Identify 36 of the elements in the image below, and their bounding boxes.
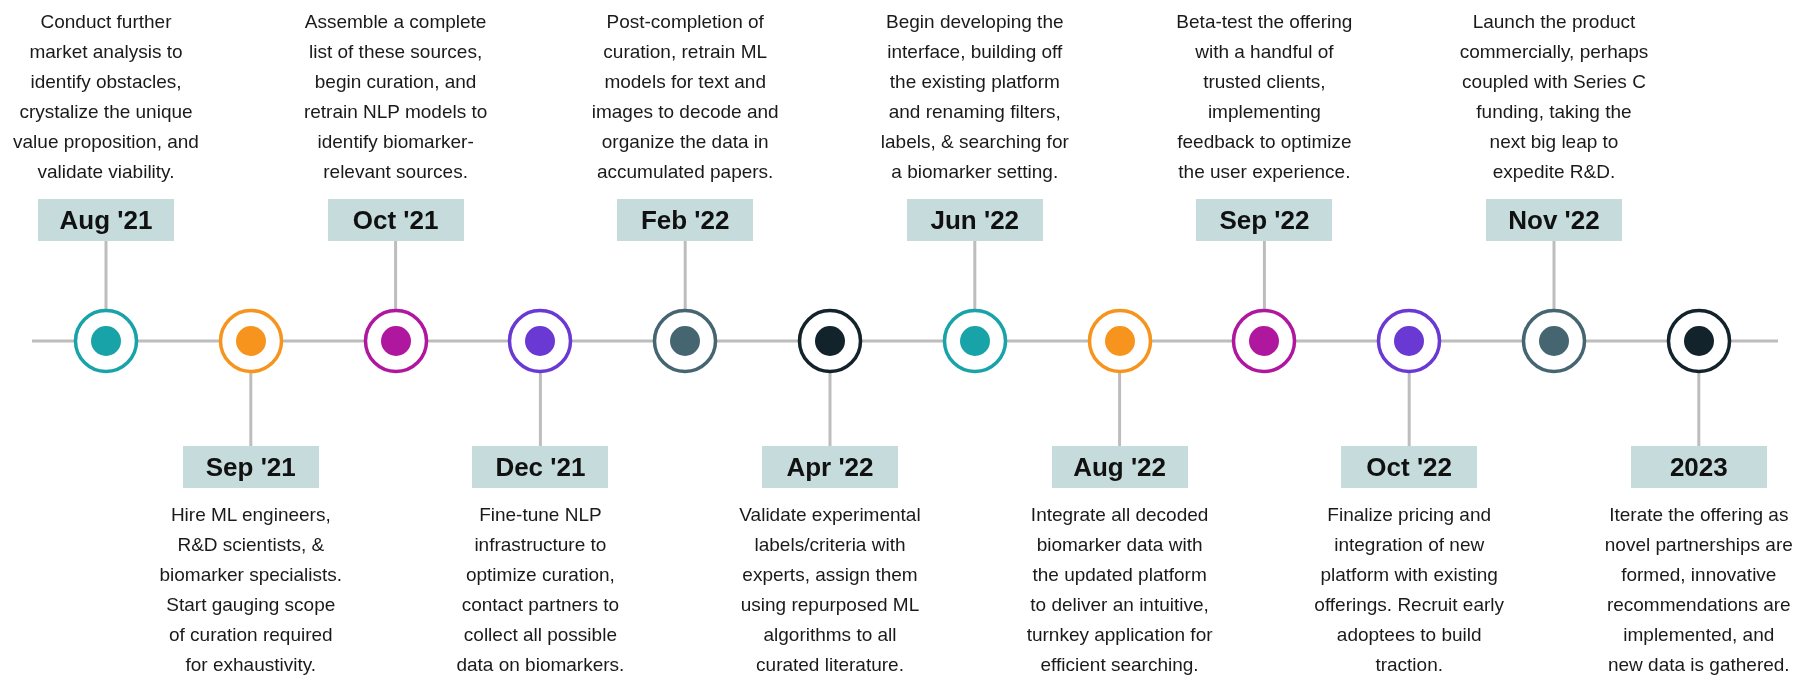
connector-line [104,241,108,309]
connector-line [973,241,977,309]
date-label: Oct '22 [1341,446,1478,488]
connector-line [1407,373,1411,446]
milestone-description: Hire ML engineers, R&D scientists, & biomarker specialists. Start gauging scope of curation required for exhaustivity. [158,503,344,677]
date-label: Aug '22 [1051,446,1188,488]
date-label: Jun '22 [906,199,1043,241]
date-label: Oct '21 [327,199,464,241]
milestone-description: Beta-test the offering with a handful of trusted clients, implementing feedback to optimize the user experience. [1175,10,1354,184]
milestone-description: Assemble a complete list of these sources, begin curation, and retrain NLP models to identify biomarker-relevant sources. [302,10,489,184]
milestone-description: Iterate the offering as novel partnerships are formed, innovative recommendations are implemented, and new data is gathered. [1603,503,1794,677]
date-label: Aug '21 [38,199,174,241]
connector-line [249,373,253,446]
connector-line [1552,241,1556,309]
date-label: 2023 [1630,446,1767,488]
date-label: Nov '22 [1486,199,1622,241]
milestone-description: Integrate all decoded biomarker data with the updated platform to deliver an intuitive, turnkey application for efficient searching. [1025,503,1214,677]
date-label: Sep '21 [182,446,319,488]
milestone-description: Validate experimental labels/criteria with experts, assign them using repurposed ML algorithms to all curated literature. [738,503,922,677]
connector-line [1118,373,1122,446]
connector-line [1697,373,1701,446]
date-label: Feb '22 [617,199,754,241]
milestone-description: Post-completion of curation, retrain ML models for text and images to decode and organize the data in accumulated papers. [590,10,780,184]
date-label: Sep '22 [1196,199,1333,241]
connector-line [683,241,687,309]
milestone-description: Fine-tune NLP infrastructure to optimize curation, contact partners to collect all possible data on biomarkers. [455,503,626,677]
connector-line [394,241,398,309]
connector-line [538,373,542,446]
milestone-description: Finalize pricing and integration of new platform with existing offerings. Recruit early adoptees to build traction. [1314,503,1505,677]
date-label: Dec '21 [472,446,609,488]
date-label: Apr '22 [762,446,898,488]
milestone-description: Conduct further market analysis to identify obstacles, crystalize the unique value proposition, and validate viability. [12,10,200,184]
milestone-description: Begin developing the interface, building off the existing platform and renaming filters, labels, & searching for a biomarker setting. [879,10,1070,184]
milestone-description: Launch the product commercially, perhaps coupled with Series C funding, taking the next big leap to expedite R&D. [1459,10,1649,184]
connector-line [828,373,832,446]
connector-line [1262,241,1266,309]
